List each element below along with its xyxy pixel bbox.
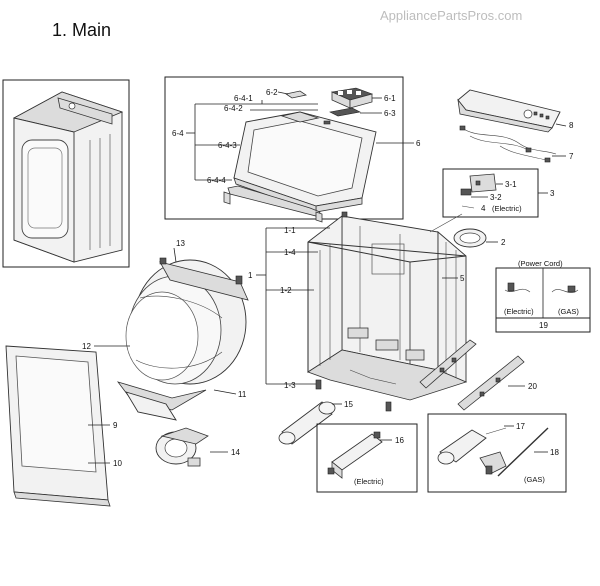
power-cord-box-19: (Power Cord) (Electric) (GAS) 19	[495, 259, 591, 333]
callout-2: 2	[501, 238, 506, 247]
callout-14: 14	[231, 448, 240, 457]
callout-3: 3	[550, 189, 555, 198]
blower-14	[155, 427, 228, 467]
power-cord-gas-illustration	[551, 285, 579, 293]
note-electric-3: (Electric)	[492, 204, 522, 213]
module-6-1	[330, 87, 373, 109]
page-title: 1. Main	[52, 20, 111, 40]
callout-6-4-1: 6-4-1	[234, 94, 253, 103]
note-electric-19: (Electric)	[504, 307, 534, 316]
power-cord-electric-illustration	[504, 282, 531, 293]
note-gas-18: (GAS)	[524, 475, 545, 484]
callout-6-1: 6-1	[384, 94, 396, 103]
watermark: AppliancePartsPros.com	[380, 8, 522, 23]
callout-6-2: 6-2	[266, 88, 278, 97]
callout-7: 7	[569, 152, 574, 161]
callout-19: 19	[539, 321, 548, 330]
callout-17: 17	[516, 422, 525, 431]
top-cover-illustration	[223, 111, 377, 223]
callout-6-4-3: 6-4-3	[218, 141, 237, 150]
wire-harness-7	[459, 125, 566, 163]
drum-assembly	[94, 247, 249, 421]
callout-6-4-4: 6-4-4	[207, 176, 226, 185]
part-6-2	[284, 90, 308, 99]
callout-6-4-2: 6-4-2	[224, 104, 243, 113]
callout-1-2: 1-2	[280, 286, 292, 295]
callout-20: 20	[528, 382, 537, 391]
callout-12: 12	[82, 342, 91, 351]
callout-15: 15	[344, 400, 353, 409]
callout-8: 8	[569, 121, 574, 130]
screw	[323, 120, 331, 125]
control-panel-8	[457, 89, 567, 133]
assembled-dryer-box	[2, 79, 130, 268]
assembled-dryer-illustration	[12, 91, 124, 263]
callout-9: 9	[113, 421, 118, 430]
callout-3-1: 3-1	[505, 180, 517, 189]
callout-6: 6	[416, 139, 421, 148]
callout-18: 18	[550, 448, 559, 457]
callout-16: 16	[395, 436, 404, 445]
part-6-3	[329, 107, 361, 117]
cabinet-1	[307, 211, 468, 412]
callout-1-3: 1-3	[284, 381, 296, 390]
callout-1-1: 1-1	[284, 226, 296, 235]
callout-5: 5	[460, 274, 465, 283]
part-3-1	[469, 173, 497, 193]
duct-15	[278, 401, 342, 445]
callout-1: 1	[248, 271, 253, 280]
note-gas-19: (GAS)	[558, 307, 579, 316]
note-power-cord: (Power Cord)	[518, 259, 563, 268]
note-electric-16: (Electric)	[354, 477, 384, 486]
callout-1-4: 1-4	[284, 248, 296, 257]
part-18-illustration	[479, 427, 549, 477]
brackets-20	[419, 339, 525, 411]
box-3: 3-1 3-2 4 (Electric)	[442, 168, 548, 218]
part-4	[461, 205, 475, 209]
part-3-2	[460, 188, 472, 196]
callout-6-3: 6-3	[384, 109, 396, 118]
callout-6-4: 6-4	[172, 129, 184, 138]
part-17-illustration	[437, 427, 507, 465]
callout-10: 10	[113, 459, 122, 468]
heater-box-16: 16 (Electric)	[316, 423, 418, 493]
callout-13: 13	[176, 239, 185, 248]
door-9-10	[5, 345, 111, 507]
callout-11: 11	[238, 390, 247, 399]
callout-4: 4	[481, 204, 486, 213]
top-panel-box-6: 6-2 6-4-1 6-4-2 6-4 6-4-3 6-4-4 6-1 6-3	[164, 76, 414, 223]
gas-box-17-18: 17 18 (GAS)	[427, 413, 567, 493]
part-2-ring	[453, 228, 498, 248]
callout-3-2: 3-2	[490, 193, 502, 202]
